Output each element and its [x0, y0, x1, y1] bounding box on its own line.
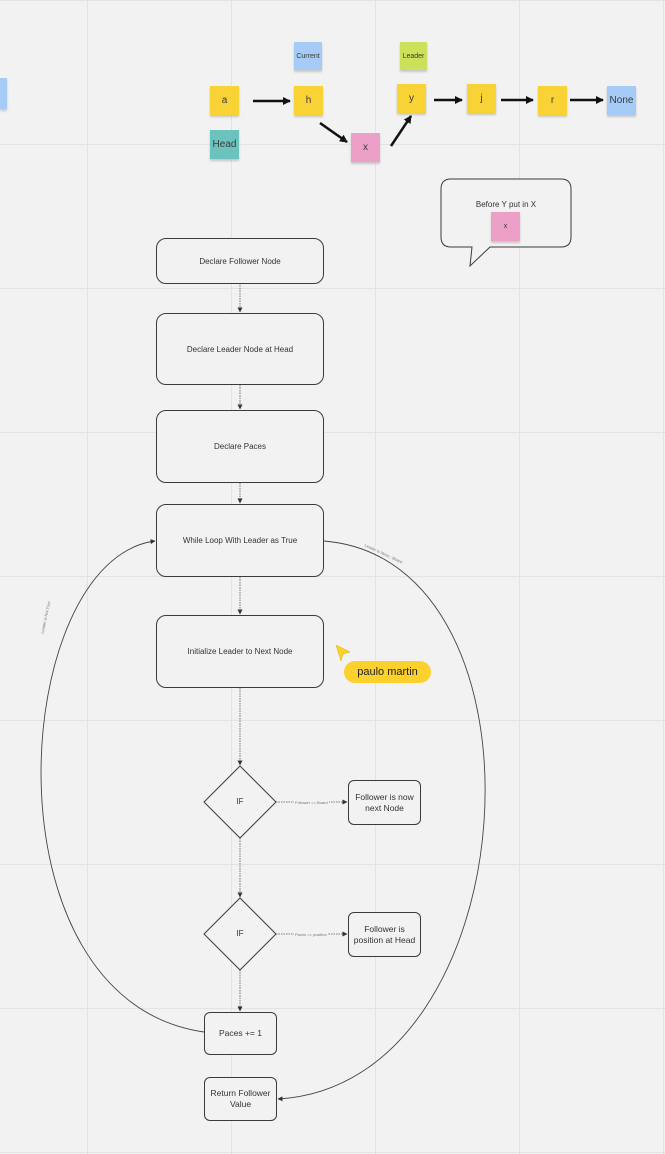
return-follower-node[interactable]: Return Follower Value — [204, 1077, 277, 1121]
follower-next-node[interactable]: Follower is now next Node — [348, 780, 421, 825]
node-a-sticky[interactable]: a — [210, 86, 239, 115]
partial-sticky-left[interactable] — [0, 78, 7, 109]
follower-head-node[interactable]: Follower is position at Head — [348, 912, 421, 957]
list-arrow-x-y — [389, 115, 413, 147]
node-none-sticky[interactable]: None — [607, 86, 636, 115]
declare-paces-node[interactable]: Declare Paces — [156, 410, 324, 483]
edge-label-if2: Paces == position — [294, 932, 328, 937]
if-label-1: IF — [236, 797, 244, 806]
node-j-sticky[interactable]: j — [467, 84, 496, 113]
node-y-sticky[interactable]: y — [397, 84, 426, 113]
node-h-sticky[interactable]: h — [294, 86, 323, 115]
declare-leader-node[interactable]: Declare Leader Node at Head — [156, 313, 324, 385]
label-current-sticky[interactable]: Current — [294, 42, 322, 70]
edge-label-if1: Follower == Board — [294, 800, 329, 805]
list-arrow-h-x — [319, 121, 348, 144]
collaborator-cursor-label: paulo martin — [344, 661, 431, 683]
node-x-sticky[interactable]: x — [351, 133, 380, 162]
if-label-2: IF — [236, 929, 244, 938]
while-loop-node[interactable]: While Loop With Leader as True — [156, 504, 324, 577]
if-diamond-1 — [203, 765, 277, 839]
loop-back-connector — [40, 539, 205, 1033]
if-diamond-2 — [203, 897, 277, 971]
bubble-x-sticky[interactable]: x — [491, 212, 520, 241]
bubble-text: Before Y put in X — [475, 200, 537, 209]
init-leader-node[interactable]: Initialize Leader to Next Node — [156, 615, 324, 688]
label-leader-sticky[interactable]: Leader — [400, 42, 427, 70]
loop-exit-connector — [277, 540, 486, 1102]
head-label-sticky[interactable]: Head — [210, 130, 239, 159]
cursor-pointer-icon — [335, 644, 351, 662]
declare-follower-node[interactable]: Declare Follower Node — [156, 238, 324, 284]
paces-increment-node[interactable]: Paces += 1 — [204, 1012, 277, 1055]
node-r-sticky[interactable]: r — [538, 86, 567, 115]
